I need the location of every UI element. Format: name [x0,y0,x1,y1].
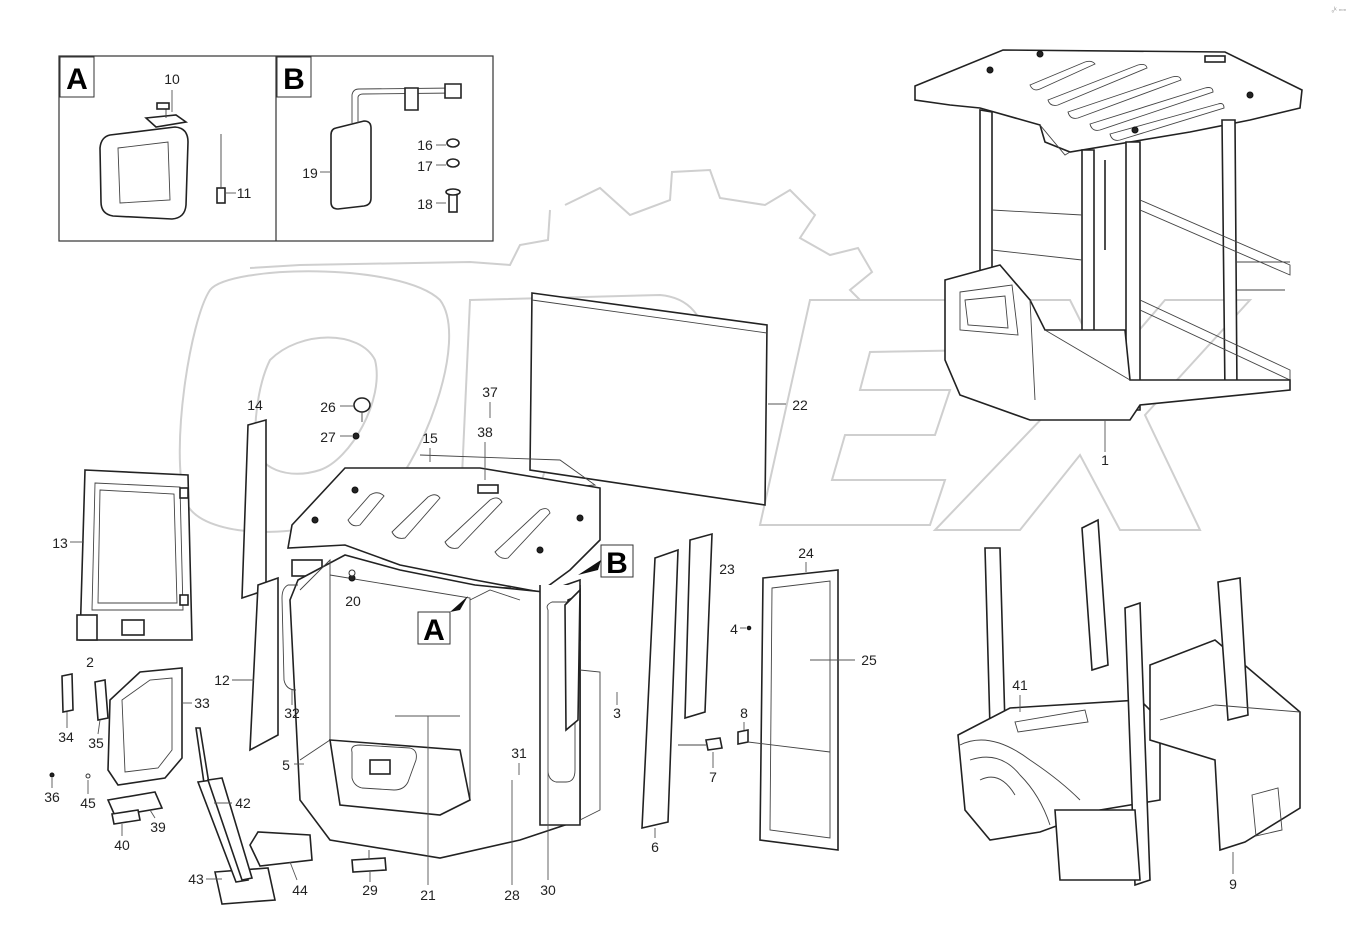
detail-b-tag [276,56,312,98]
view-marker-a-arrow [450,596,468,612]
label-37: 37 [482,384,498,400]
cab-door-drawing [76,469,193,641]
label-1: 1 [1101,452,1109,468]
latch-parts [678,729,831,753]
label-9: 9 [1229,876,1237,892]
label-18: 18 [417,196,433,212]
label-42: 42 [235,795,251,811]
label-33: 33 [194,695,210,711]
label-19: 19 [302,165,318,181]
label-35: 35 [88,735,104,751]
label-23: 23 [719,561,735,577]
label-3: 3 [613,705,621,721]
label-7: 7 [709,769,717,785]
label-15: 15 [422,430,438,446]
label-34: 34 [58,729,74,745]
label-14: 14 [247,397,263,413]
label-43: 43 [188,871,204,887]
view-marker-b-box [600,544,634,578]
label-32: 32 [284,705,300,721]
interior-panels-drawing [957,518,1301,887]
front-glass-panel [529,292,768,506]
label-2: 2 [86,654,94,670]
label-5: 5 [282,757,290,773]
label-40: 40 [114,837,130,853]
detail-b-letter: B [283,63,305,96]
label-30: 30 [540,882,556,898]
label-29: 29 [362,882,378,898]
left-side-glass [241,418,279,752]
label-24: 24 [798,545,814,561]
small-parts-lower [195,727,387,905]
label-20: 20 [345,593,361,609]
label-28: 28 [504,887,520,903]
label-13: 13 [52,535,68,551]
label-27: 27 [320,429,336,445]
mirror-drawing [330,83,462,213]
detail-views-box: A B 10 11 16 17 [58,55,494,242]
detail-a-letter: A [66,63,88,96]
label-39: 39 [150,819,166,835]
label-25: 25 [861,652,877,668]
label-31: 31 [511,745,527,761]
view-marker-a: A [417,596,468,647]
corner-mark: ₀ᵏ ▫▫▫ [1331,7,1346,14]
cab-frame-drawing [914,49,1303,421]
label-22: 22 [792,397,808,413]
label-4: 4 [730,621,738,637]
side-console-drawing [49,667,183,825]
label-26: 26 [320,399,336,415]
label-45: 45 [80,795,96,811]
label-10: 10 [164,71,180,87]
label-12: 12 [214,672,230,688]
cab-shell-drawing [281,454,601,859]
label-41: 41 [1012,677,1028,693]
view-marker-b-arrow [578,560,601,575]
door-glass-drawing [759,569,839,851]
view-marker-b-letter: B [606,547,628,580]
label-21: 21 [420,887,436,903]
label-11: 11 [237,185,252,201]
right-side-glass [641,532,713,830]
view-marker-a-letter: A [423,614,445,647]
label-16: 16 [417,137,433,153]
label-36: 36 [44,789,60,805]
watermark-gear-outline [249,168,874,301]
label-6: 6 [651,839,659,855]
label-44: 44 [292,882,308,898]
label-8: 8 [740,705,748,721]
label-38: 38 [477,424,493,440]
label-17: 17 [417,158,433,174]
lifting-eye-drawing [348,397,371,577]
view-marker-a-box [417,611,451,645]
detail-a-tag [59,56,95,98]
view-marker-b: B [578,544,634,580]
work-light-drawing [99,102,226,220]
